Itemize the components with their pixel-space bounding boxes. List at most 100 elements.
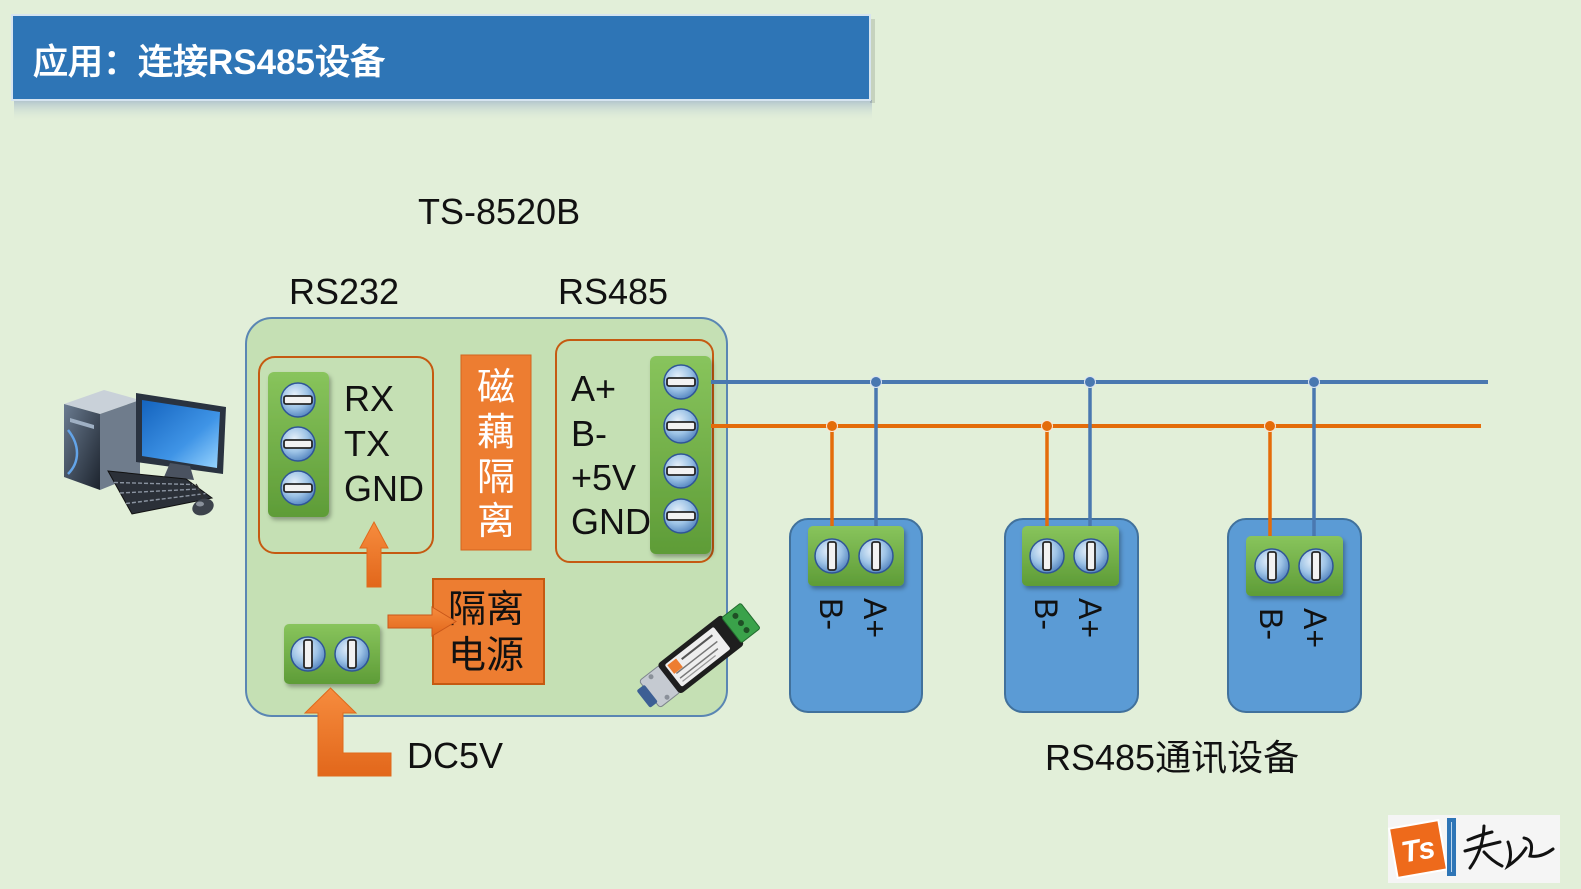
- title-bar-side-shadow: [870, 19, 875, 103]
- device-screw-b: [814, 538, 850, 574]
- converter-model-label: TS-8520B: [418, 191, 580, 232]
- isolation-char-3: 隔: [477, 457, 515, 499]
- rs485-screw-gnd: [663, 498, 699, 534]
- signature-stroke: [1466, 830, 1494, 842]
- slide-title: 应用：连接RS485设备: [33, 42, 386, 82]
- computer-icon: [64, 390, 226, 516]
- bus-junction-b: [826, 420, 838, 432]
- isolation-box: [460, 354, 532, 551]
- device-screw-a: [1073, 538, 1109, 574]
- bus-junction-a: [870, 376, 882, 388]
- keyboard-key-row: [119, 488, 200, 494]
- device-screw-a: [858, 538, 894, 574]
- adapter-terminal-screw: [743, 627, 750, 634]
- isolation-char-2: 藕: [477, 412, 515, 454]
- adapter-db9-face: [637, 685, 658, 708]
- rs232-pin-rx: RX: [344, 378, 394, 419]
- computer-monitor-stand: [164, 463, 194, 480]
- title-bar-background: [11, 14, 871, 101]
- rs232-pin-gnd: GND: [344, 468, 424, 509]
- rs232-port-label: RS232: [289, 271, 399, 312]
- rs232-screw-tx: [280, 426, 316, 462]
- keyboard-key-row: [125, 492, 206, 505]
- dc-screw-1: [290, 636, 326, 672]
- bus-junction-a: [1308, 376, 1320, 388]
- rs485-pin-5v: +5V: [571, 457, 636, 498]
- logo-text: Ts: [1399, 831, 1438, 869]
- computer-keyboard: [107, 470, 214, 515]
- rs485-pin-b: B-: [571, 413, 607, 454]
- dc-power-terminal: [284, 624, 380, 684]
- isolation-block: 磁 藕 隔 离: [460, 354, 532, 551]
- device-pin-a: A+: [1297, 608, 1333, 648]
- power-to-rs232-arrow: [359, 520, 389, 588]
- bus-junction-b: [1264, 420, 1276, 432]
- computer-tower-top: [64, 390, 140, 414]
- computer-mouse-highlight: [196, 501, 204, 507]
- signature-stroke: [1468, 824, 1486, 870]
- bus-junction-a: [1084, 376, 1096, 388]
- rs485-screw-a: [663, 364, 699, 400]
- rs485-screw-b: [663, 408, 699, 444]
- rs485-section: A+ B- +5V GND: [555, 339, 714, 563]
- isolated-power-line-1: 隔离: [448, 589, 524, 631]
- computer-mouse-cable: [195, 483, 204, 500]
- title-bar-shadow: [14, 100, 872, 122]
- rs485-device-3: B- A+: [1227, 376, 1362, 713]
- adapter-photo: [637, 603, 760, 708]
- rs485-pin-gnd: GND: [571, 501, 651, 542]
- isolated-power-box: [432, 578, 545, 685]
- signature-stroke: [1504, 840, 1528, 871]
- brand-logo: Ts: [1387, 815, 1560, 883]
- computer-tower-accent: [67, 429, 79, 475]
- adapter-label-print: [675, 640, 718, 675]
- adapter-label-print: [682, 655, 716, 682]
- bus-junction-b: [1041, 420, 1053, 432]
- isolated-power-line-2: 电源: [448, 635, 524, 677]
- rs485-screw-5v: [663, 453, 699, 489]
- rs485-port-label: RS485: [558, 271, 668, 312]
- device-pin-b: B-: [813, 598, 849, 630]
- isolation-char-4: 离: [477, 501, 515, 543]
- rs232-section: RX TX GND: [258, 356, 434, 554]
- rs485-pin-a: A+: [571, 368, 616, 409]
- device-pin-b: B-: [1253, 608, 1289, 640]
- dc-input-label: DC5V: [407, 735, 503, 776]
- adapter-terminal-screw: [737, 619, 744, 626]
- signature-stroke: [1482, 850, 1504, 868]
- device-screw-a: [1298, 548, 1334, 584]
- isolated-power-block: 隔离 电源: [432, 578, 545, 685]
- computer-tower-front: [64, 404, 100, 490]
- rs232-screw-rx: [280, 382, 316, 418]
- rs232-pin-tx: TX: [344, 423, 390, 464]
- device-pin-a: A+: [857, 598, 893, 638]
- adapter-db9-post: [648, 674, 654, 680]
- adapter-label-print: [679, 648, 719, 679]
- power-to-isolated-supply-arrow: [387, 606, 457, 637]
- computer-tower-side: [100, 400, 140, 490]
- adapter-label-logo: [667, 658, 683, 674]
- computer-screen: [142, 400, 220, 468]
- keyboard-key-row: [113, 481, 193, 486]
- device-screw-b: [1254, 548, 1290, 584]
- signature-mark: [1463, 824, 1555, 871]
- signature-stroke: [1522, 836, 1555, 858]
- rs232-screw-gnd: [280, 470, 316, 506]
- adapter-label-print: [681, 634, 714, 660]
- device-screw-b: [1029, 538, 1065, 574]
- dc-screw-2: [334, 636, 370, 672]
- isolation-char-1: 磁: [477, 367, 515, 409]
- rs485-device-1: B- A+: [789, 376, 923, 713]
- computer-drive-slot: [70, 418, 94, 429]
- rs485-devices-label: RS485通讯设备: [1045, 737, 1299, 778]
- adapter-db9-post: [664, 694, 670, 700]
- adapter-terminal-screw: [732, 612, 739, 619]
- device-pin-a: A+: [1072, 598, 1108, 638]
- logo-badge-square: [1387, 818, 1449, 880]
- device-pin-b: B-: [1028, 598, 1064, 630]
- dc-input-arrow: [303, 687, 392, 777]
- title-bar: 应用：连接RS485设备: [11, 14, 875, 122]
